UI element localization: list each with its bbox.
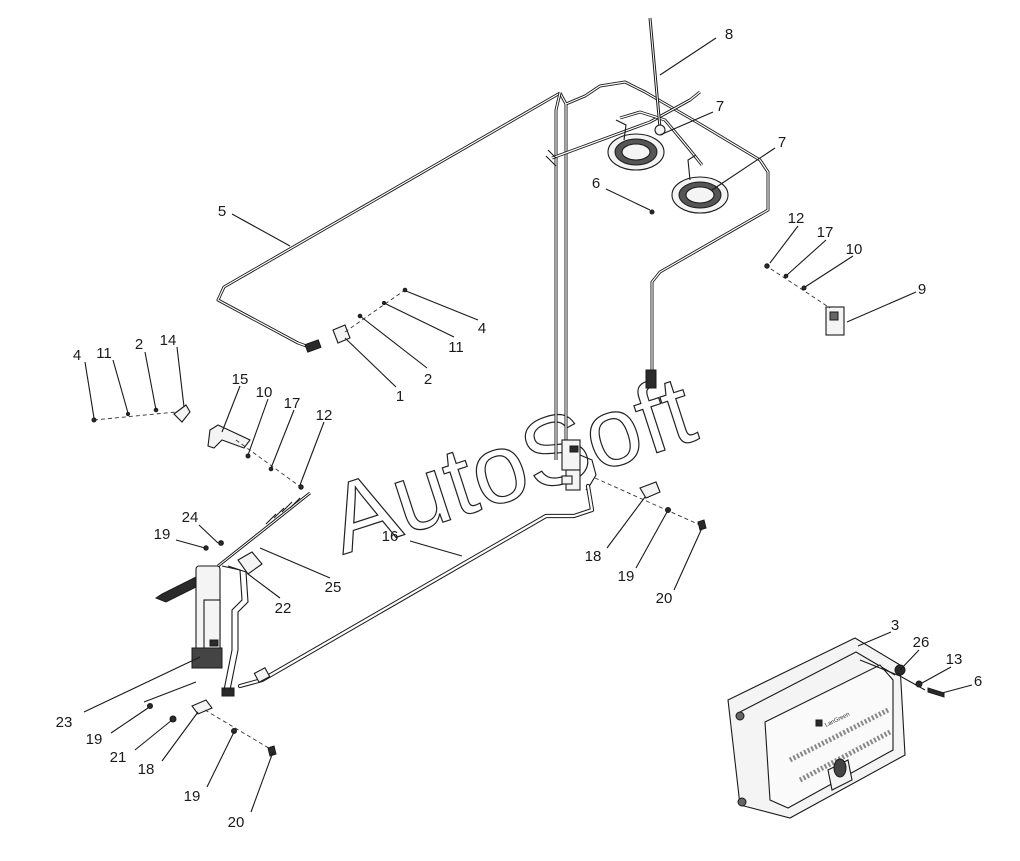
- callout-label-c15: 15: [232, 371, 249, 388]
- leader-line-c10a: [804, 255, 854, 288]
- callout-label-c4a: 4: [478, 320, 486, 337]
- callout-label-c5: 5: [218, 203, 226, 220]
- leader-line-c25: [259, 547, 331, 579]
- hose-16: [221, 483, 595, 697]
- callout-label-c11a: 11: [448, 339, 464, 356]
- tube-5: [216, 91, 561, 353]
- leader-line-c19c: [110, 707, 149, 734]
- leader-line-c6b: [941, 684, 973, 694]
- leader-line-c9: [846, 291, 917, 323]
- leader-line-c11b: [112, 359, 129, 414]
- callout-label-c17a: 17: [817, 224, 834, 241]
- leader-line-c24: [198, 524, 219, 544]
- leader-line-c18a: [606, 496, 646, 549]
- leader-line-c12b: [299, 421, 325, 486]
- callout-label-c19a: 19: [154, 526, 171, 543]
- leader-line-c20b: [250, 751, 274, 813]
- clip-1: [332, 287, 408, 344]
- callout-label-c9: 9: [918, 281, 926, 298]
- control-unit-3: LanGreen: [727, 637, 945, 819]
- leader-line-c19a: [175, 539, 206, 549]
- leader-line-c4b: [84, 361, 95, 419]
- leader-line-c1: [344, 337, 397, 388]
- leader-line-c4a: [405, 290, 479, 321]
- callout-label-c19c: 19: [86, 731, 103, 748]
- callout-label-c18b: 18: [138, 761, 155, 778]
- callout-label-c3: 3: [891, 617, 899, 634]
- callout-label-c16: 16: [382, 528, 399, 545]
- speaker-right-7: [671, 154, 729, 214]
- callout-label-c19b: 19: [618, 568, 635, 585]
- clip-14: [91, 404, 191, 423]
- callout-label-c7b: 7: [778, 134, 786, 151]
- leader-line-c19d: [206, 731, 235, 788]
- bracket-9: [764, 263, 845, 336]
- leader-line-c5: [231, 213, 291, 247]
- leader-line-c2a: [144, 351, 157, 411]
- callout-label-c11b: 11: [96, 345, 112, 362]
- leader-line-c22: [247, 573, 281, 599]
- leader-line-c15: [221, 385, 241, 433]
- callout-label-c10a: 10: [846, 241, 863, 258]
- callout-label-c12a: 12: [788, 210, 805, 227]
- leader-line-c16: [409, 540, 463, 557]
- leader-line-c23: [83, 656, 201, 713]
- callout-label-c23: 23: [56, 714, 73, 731]
- leader-line-c3: [857, 631, 892, 647]
- callout-label-c21: 21: [110, 749, 127, 766]
- leader-line-c19b: [635, 511, 668, 569]
- leader-line-c18b: [161, 711, 199, 762]
- leader-line-c20a: [673, 527, 703, 591]
- callout-label-c19d: 19: [184, 788, 201, 805]
- callout-label-c2b: 2: [424, 371, 432, 388]
- leader-line-c8: [659, 37, 717, 76]
- leader-line-c7a: [659, 111, 714, 136]
- tube-network: [545, 80, 770, 462]
- callout-label-c18a: 18: [585, 548, 602, 565]
- callout-label-c20b: 20: [228, 814, 245, 831]
- bottom-hardware: [143, 681, 277, 757]
- speaker-left-7: [607, 119, 665, 171]
- callout-label-c6a: 6: [592, 175, 600, 192]
- leader-line-c21: [134, 719, 173, 751]
- leader-line-c17b: [270, 409, 295, 469]
- connector-cluster: [561, 439, 707, 531]
- callout-label-c10b: 10: [256, 384, 273, 401]
- leader-line-c7b: [711, 147, 776, 191]
- leader-line-c6a: [605, 188, 651, 211]
- wiper-assembly: [154, 491, 311, 691]
- callout-label-c25: 25: [325, 579, 342, 596]
- callout-label-c12b: 12: [316, 407, 333, 424]
- callout-label-c8: 8: [725, 26, 733, 43]
- leader-line-c2b: [359, 315, 428, 369]
- callout-label-c17b: 17: [284, 395, 301, 412]
- leader-line-c12a: [769, 225, 799, 264]
- callout-label-c24: 24: [182, 509, 199, 526]
- leader-line-c14: [176, 346, 185, 408]
- callout-label-c6b: 6: [974, 673, 982, 690]
- leader-line-c13: [921, 666, 952, 684]
- leader-line-c10b: [247, 398, 269, 456]
- callout-label-c22: 22: [275, 600, 292, 617]
- leader-line-c26: [899, 649, 920, 671]
- callout-label-c7a: 7: [716, 98, 724, 115]
- callout-label-c1: 1: [396, 388, 404, 405]
- callout-label-c14: 14: [160, 332, 177, 349]
- screw-6: [649, 209, 655, 215]
- callout-label-c20a: 20: [656, 590, 673, 607]
- callout-label-c2a: 2: [135, 336, 143, 353]
- callout-label-c26: 26: [913, 634, 930, 651]
- leader-line-c17a: [786, 239, 827, 276]
- callout-label-c13: 13: [946, 651, 963, 668]
- leader-line-c11a: [383, 302, 455, 338]
- callout-label-c4b: 4: [73, 347, 81, 364]
